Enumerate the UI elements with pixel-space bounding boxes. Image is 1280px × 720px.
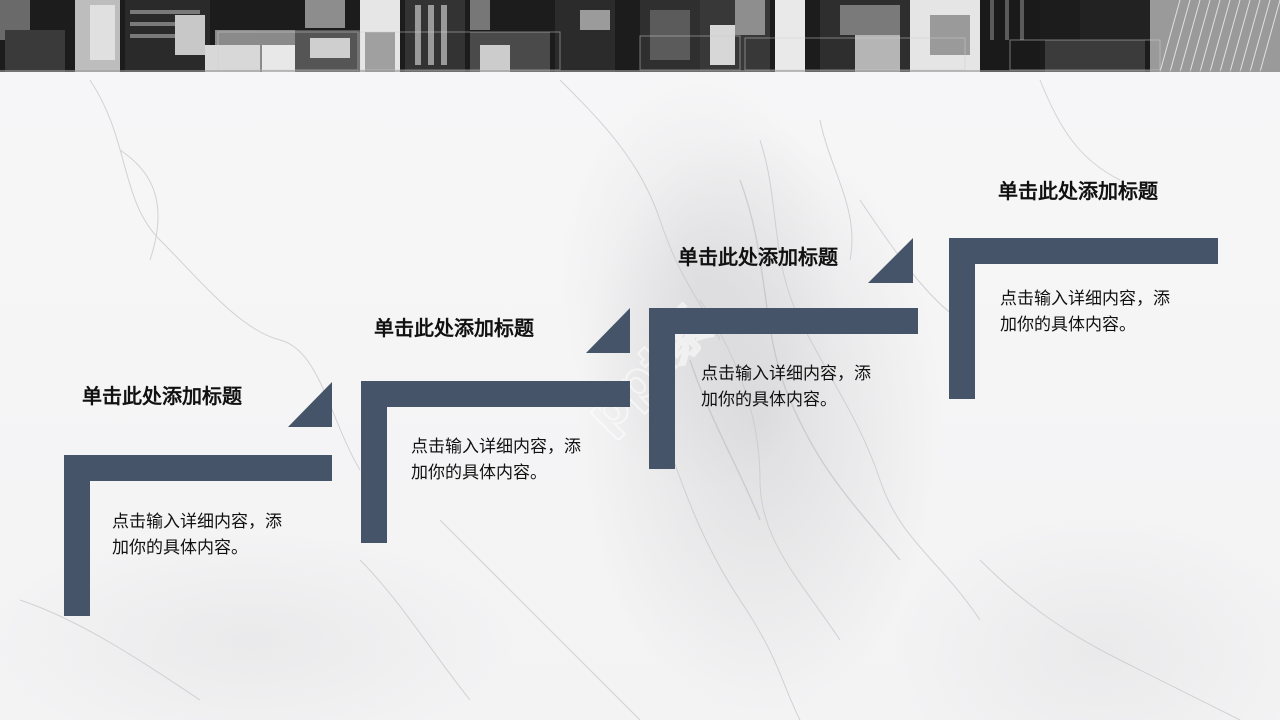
step-2-body-line-1: 点击输入详细内容，添 [411,437,581,457]
step-3-body-line-1: 点击输入详细内容，添 [701,364,871,384]
step-3-bracket-horizontal [649,308,918,334]
step-2-body-line-2: 加你的具体内容。 [411,463,547,483]
step-4-title[interactable]: 单击此处添加标题 [998,179,1158,203]
step-1-bracket-vertical [64,455,90,616]
step-4-body[interactable]: 点击输入详细内容，添 加你的具体内容。 [1000,286,1222,338]
step-2-title[interactable]: 单击此处添加标题 [374,316,534,340]
step-4-body-line-2: 加你的具体内容。 [1000,315,1136,335]
step-2-bracket-horizontal [361,381,630,407]
header-city-photo [0,0,1280,72]
step-1-body[interactable]: 点击输入详细内容，添 加你的具体内容。 [112,509,334,561]
step-3-body-line-2: 加你的具体内容。 [701,390,837,410]
step-2-bracket-vertical [361,381,387,543]
city-buildings-image [0,0,1280,72]
step-4-body-line-1: 点击输入详细内容，添 [1000,289,1170,309]
step-4-bracket-vertical [949,238,975,399]
step-4-bracket-horizontal [949,238,1218,264]
step-1-title[interactable]: 单击此处添加标题 [82,384,242,408]
step-3-bracket-vertical [649,308,675,469]
step-3-body[interactable]: 点击输入详细内容，添 加你的具体内容。 [701,361,923,413]
step-3-title[interactable]: 单击此处添加标题 [678,245,838,269]
step-2-body[interactable]: 点击输入详细内容，添 加你的具体内容。 [411,434,633,486]
step-2-corner-triangle [586,308,630,353]
step-1-corner-triangle [288,382,332,427]
step-1-body-line-2: 加你的具体内容。 [112,538,248,558]
step-1-bracket-horizontal [64,455,332,481]
step-3-corner-triangle [868,238,913,283]
step-1-body-line-1: 点击输入详细内容，添 [112,512,282,532]
